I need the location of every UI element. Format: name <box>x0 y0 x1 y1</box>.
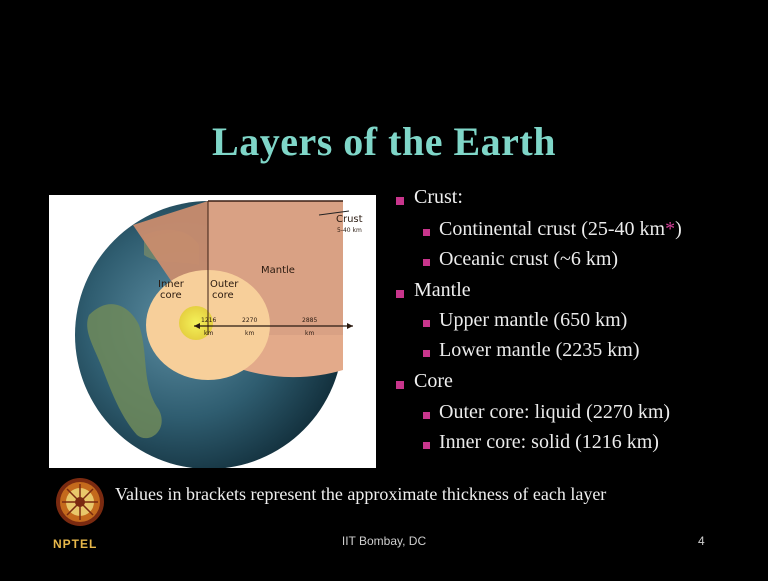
earth-illustration: Crust 5-40 km Mantle Outer core Inner co… <box>49 195 376 468</box>
inner-core-km-unit: km <box>204 330 213 337</box>
arrowhead <box>347 323 353 329</box>
slide-title: Layers of the Earth <box>0 118 768 165</box>
bullet-core: Core <box>414 370 453 393</box>
footer-institution: IIT Bombay, DC <box>0 534 768 548</box>
inner-core-label-2: core <box>160 290 182 301</box>
bullet-square-icon <box>423 259 430 266</box>
inner-core-label-1: Inner <box>158 279 185 290</box>
asterisk-marker: * <box>665 218 675 240</box>
bullet-square-icon <box>423 412 430 419</box>
bullet-square-icon <box>423 350 430 357</box>
inner-core-km-value: 1216 <box>201 317 216 324</box>
bullet-lower-mantle: Lower mantle (2235 km) <box>439 339 640 362</box>
bullet-crust: Crust: <box>414 186 463 209</box>
mantle-km-unit: km <box>305 330 314 337</box>
bullet-inner-core: Inner core: solid (1216 km) <box>439 431 659 454</box>
mantle-label: Mantle <box>261 265 295 276</box>
bullet-oceanic-crust: Oceanic crust (~6 km) <box>439 248 618 271</box>
bullet-square-icon <box>423 229 430 236</box>
bullet-square-icon <box>423 442 430 449</box>
bullet-square-icon <box>396 197 404 205</box>
nptel-logo-icon <box>54 476 106 528</box>
mantle-km-value: 2885 <box>302 317 317 324</box>
bullet-outer-core: Outer core: liquid (2270 km) <box>439 401 670 424</box>
bullet-upper-mantle: Upper mantle (650 km) <box>439 309 627 332</box>
outer-core-km-unit: km <box>245 330 254 337</box>
outer-core-label-2: core <box>212 290 234 301</box>
bullet-square-icon <box>396 381 404 389</box>
bullet-square-icon <box>423 320 430 327</box>
crust-thickness-label: 5-40 km <box>337 227 362 234</box>
footnote: Values in brackets represent the approxi… <box>115 484 606 505</box>
page-number: 4 <box>698 534 705 548</box>
outer-core-label-1: Outer <box>210 279 239 290</box>
earth-layers-figure: Crust 5-40 km Mantle Outer core Inner co… <box>49 195 376 468</box>
crust-label: Crust <box>336 214 363 225</box>
bullet-continental-crust: Continental crust (25-40 km*) <box>439 218 682 241</box>
bullet-square-icon <box>396 290 404 298</box>
outer-core-km-value: 2270 <box>242 317 257 324</box>
bullet-mantle: Mantle <box>414 279 471 302</box>
